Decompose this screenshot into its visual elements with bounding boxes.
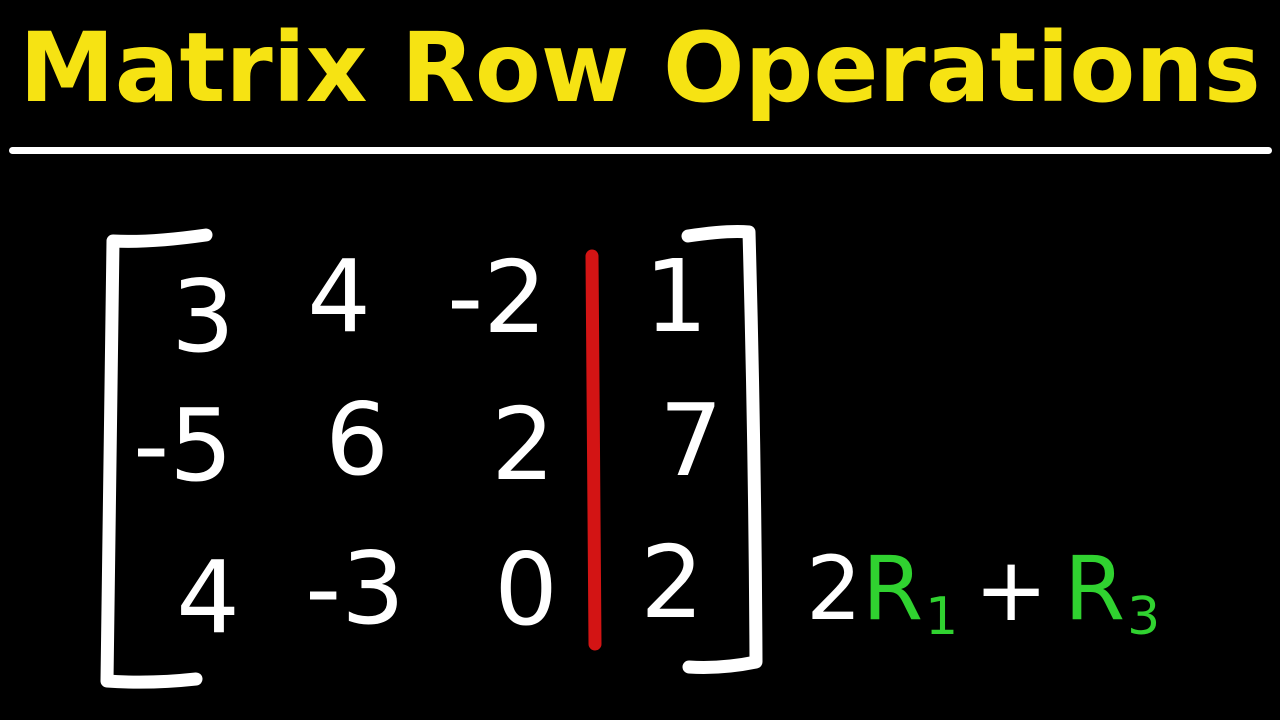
matrix-cell-r2c4: 7	[659, 382, 723, 499]
matrix-cell-r1c2: 4	[307, 238, 371, 355]
row-operation-annotation: 2 R 1 + R 3	[806, 537, 1160, 644]
row-operation-r1-letter: R	[862, 537, 924, 640]
row-operation-r3: R 3	[1063, 537, 1160, 644]
row-operation-r3-subscript: 3	[1127, 587, 1161, 647]
matrix-cell-r2c3: 2	[491, 386, 555, 503]
augmented-separator-line	[585, 249, 602, 651]
matrix-cell-r3c2: -3	[305, 530, 405, 647]
row-operation-r1-subscript: 1	[925, 587, 959, 647]
row-operation-r3-letter: R	[1063, 537, 1126, 640]
title-underline	[9, 147, 1272, 154]
matrix-cell-r3c3: 0	[494, 531, 558, 648]
matrix-cell-r1c3: -2	[447, 239, 547, 356]
row-operation-r1: R 1	[862, 537, 958, 644]
matrix-cell-r3c1: 4	[176, 539, 240, 656]
matrix-cell-r2c1: -5	[133, 387, 233, 504]
matrix-right-bracket	[681, 225, 763, 674]
matrix-cell-r1c4: 1	[644, 238, 708, 355]
matrix-cell-r1c1: 3	[171, 258, 235, 375]
video-title: Matrix Row Operations	[19, 12, 1261, 124]
matrix-cell-r3c4: 2	[640, 524, 704, 641]
matrix-left-bracket	[100, 228, 213, 689]
row-operation-coefficient: 2	[806, 537, 862, 640]
row-operation-plus-sign: +	[974, 538, 1048, 641]
matrix-cell-r2c2: 6	[325, 381, 389, 498]
